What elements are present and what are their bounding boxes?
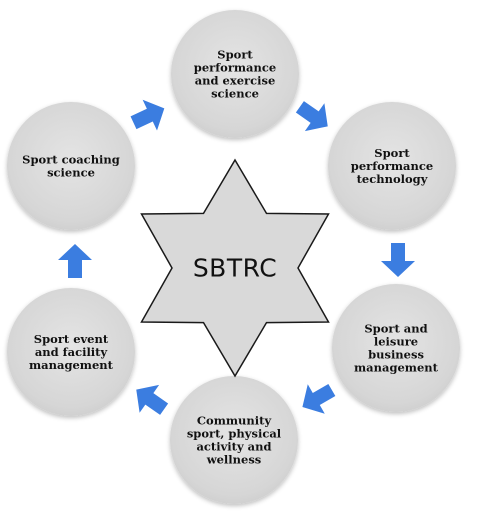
- node-label-line: Sport coaching: [22, 153, 120, 167]
- node-circle: [332, 284, 460, 412]
- node-label-line: and facility: [35, 345, 108, 359]
- block-arrow-icon: [381, 243, 415, 277]
- node-circle: [171, 10, 299, 138]
- center-star: SBTRC: [140, 158, 330, 378]
- node-label-line: sport, physical: [187, 427, 282, 441]
- block-arrow-icon: [136, 384, 169, 415]
- node-label-line: technology: [357, 172, 428, 186]
- node-label-line: Sport and: [364, 322, 427, 336]
- node-label-line: Community: [197, 414, 272, 428]
- node-label-line: performance: [194, 61, 276, 75]
- node-label-line: leisure: [374, 335, 418, 349]
- node-label-line: Sport: [217, 48, 253, 62]
- block-arrow-icon: [130, 99, 165, 131]
- node-label-line: Sport event: [34, 332, 109, 346]
- arrows-layer: [58, 99, 415, 415]
- node-circle: [328, 102, 456, 230]
- node-label-line: management: [354, 361, 439, 375]
- block-arrow-icon: [58, 244, 92, 278]
- node-circle: [7, 288, 135, 416]
- node-label-line: activity and: [196, 440, 271, 454]
- star-icon: [140, 158, 330, 378]
- node-label-line: management: [29, 358, 114, 372]
- node-label-line: performance: [351, 159, 433, 173]
- node-circle: [170, 376, 298, 504]
- block-arrow-icon: [302, 383, 336, 414]
- center-label: SBTRC: [193, 254, 277, 283]
- node-label-line: wellness: [206, 453, 262, 467]
- node-circle: [7, 102, 135, 230]
- node-label-line: science: [211, 87, 259, 101]
- block-arrow-icon: [295, 101, 328, 132]
- node-label-line: science: [47, 166, 95, 180]
- node-label-line: Sport: [374, 146, 410, 160]
- node-label-line: business: [368, 348, 424, 362]
- node-label-line: and exercise: [195, 74, 276, 88]
